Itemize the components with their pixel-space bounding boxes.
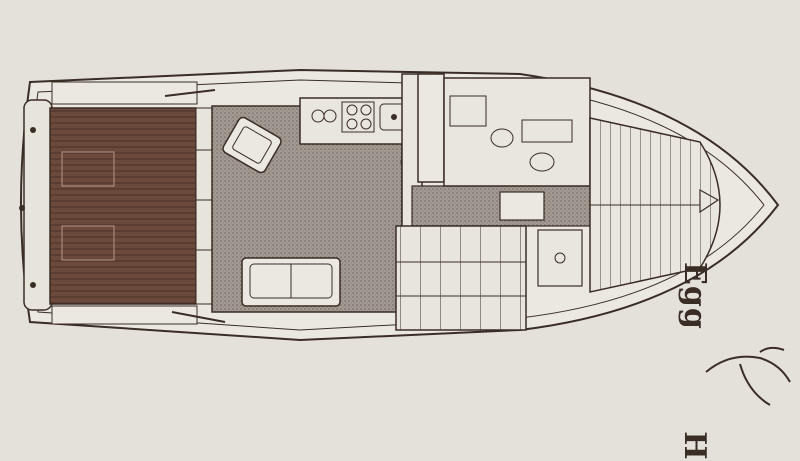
armchair-icon [222, 116, 282, 174]
side-deck-bottom [51, 305, 198, 325]
dinette-table [499, 191, 545, 221]
galley-counter [299, 97, 419, 145]
helm-console [417, 73, 445, 183]
deck-hatch-top [61, 151, 115, 187]
cabinet [537, 229, 583, 287]
washbasin-icon [529, 152, 555, 172]
sofa-icon [241, 257, 341, 307]
brand-letter: H [677, 431, 712, 461]
anchor-locker [699, 188, 720, 214]
porthole-icon [554, 252, 566, 264]
coaming-strip [195, 107, 213, 305]
boat-layout [19, 68, 780, 342]
side-deck-top [51, 81, 198, 105]
floor-plan-drawing: Egg H [19, 68, 791, 461]
shower-icon [449, 95, 487, 127]
stove-icon [341, 101, 375, 133]
vanity-icon [521, 119, 573, 143]
brand-logo-text: Egg H [652, 262, 712, 461]
toilet-icon [490, 128, 514, 148]
stairs [395, 225, 527, 331]
stern-cleat-top [30, 127, 36, 133]
stern-frame [23, 99, 53, 311]
stern-cleat-bottom [30, 282, 36, 288]
deck-hatch-bottom [61, 225, 115, 261]
cockpit-deck [49, 107, 197, 305]
brand-word: Egg [677, 262, 712, 330]
appliance-icon [311, 109, 337, 123]
head-compartment [443, 77, 591, 187]
stern-cleat-mid [19, 205, 25, 211]
